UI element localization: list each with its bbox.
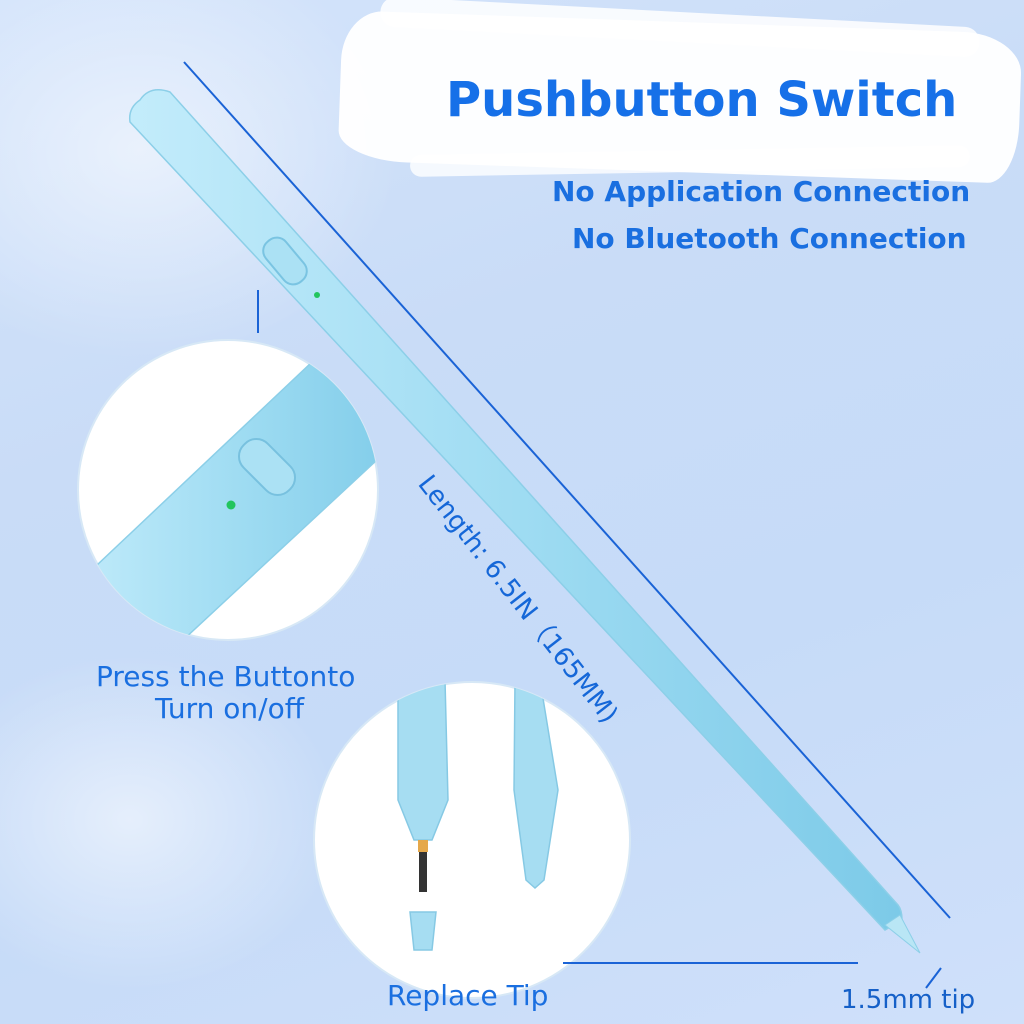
- replace-tip-label: Replace Tip: [387, 979, 549, 1012]
- power-button-closeup: [237, 437, 297, 497]
- zoom-circle-tip: [313, 681, 631, 999]
- indicator-led: [314, 292, 320, 298]
- light-haze: [0, 650, 340, 990]
- indicator-led-closeup: [226, 500, 236, 510]
- callout-line: [925, 967, 942, 989]
- feature-line: No Bluetooth Connection: [572, 222, 967, 255]
- length-dimension-line: [183, 61, 951, 919]
- button-callout-text: Press the Buttonto: [96, 660, 356, 693]
- tip-size-label: 1.5mm tip: [841, 985, 976, 1015]
- power-button: [262, 236, 308, 286]
- zoom-circle-button: [77, 339, 379, 641]
- headline: Pushbutton Switch: [446, 72, 958, 128]
- feature-line: No Application Connection: [552, 175, 971, 208]
- stylus-pen: [128, 89, 921, 954]
- button-callout-text: Turn on/off: [155, 692, 304, 725]
